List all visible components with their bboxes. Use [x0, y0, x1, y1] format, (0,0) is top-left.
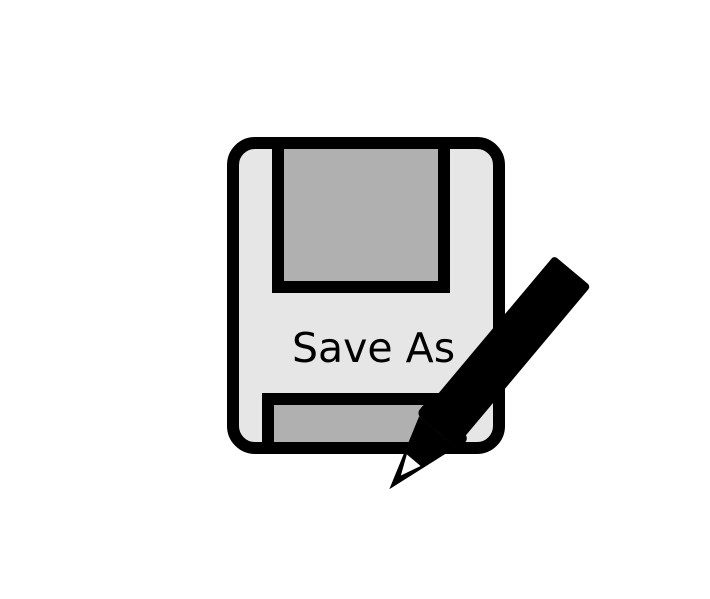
save-as-label: Save As — [292, 324, 456, 372]
pencil-icon — [389, 257, 590, 490]
floppy-shutter — [272, 137, 450, 293]
